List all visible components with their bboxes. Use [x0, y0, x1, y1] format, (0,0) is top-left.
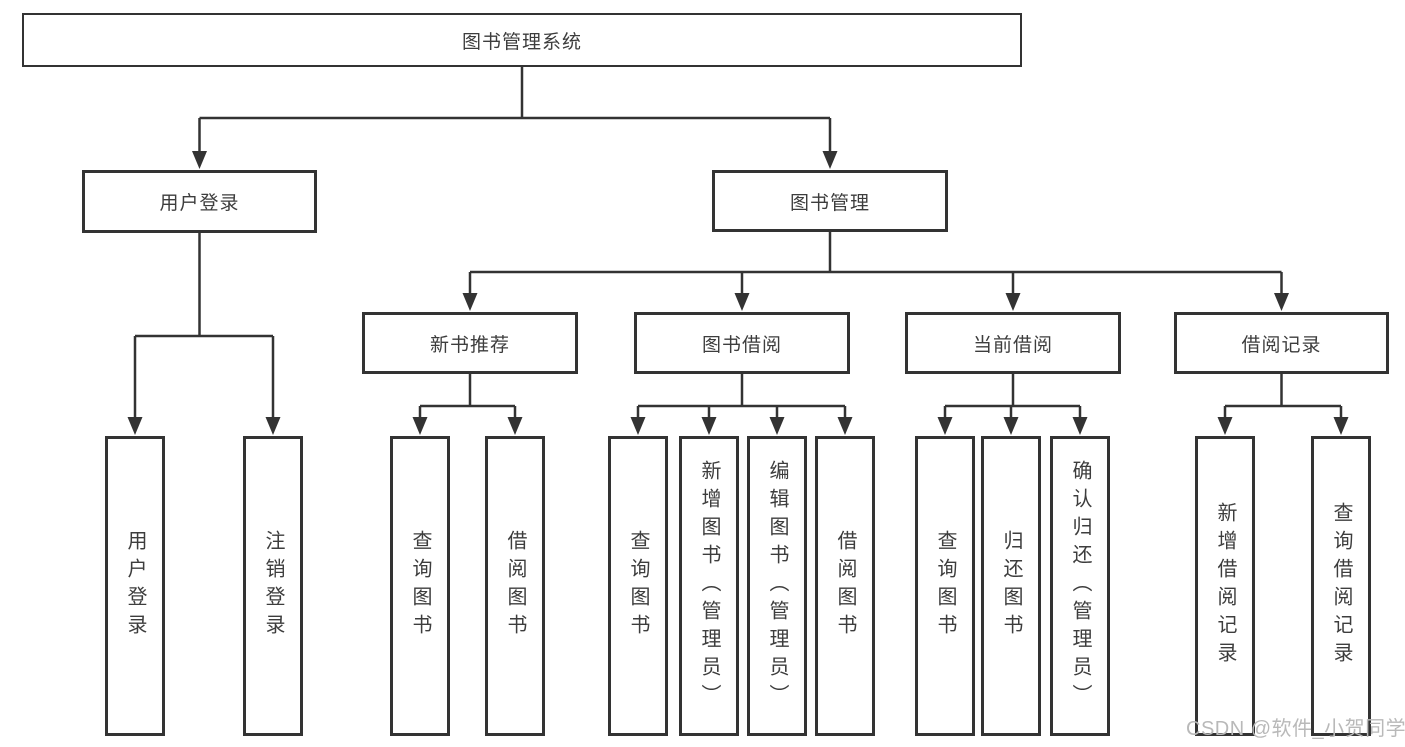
- node-leaf-logout: 注销登录: [243, 436, 303, 736]
- node-leaf-cb-confirm-return-label: 确认归还（管理员）: [1069, 460, 1091, 712]
- node-leaf-bb-add-books: 新增图书（管理员）: [679, 436, 739, 736]
- node-current-borrow: 当前借阅: [905, 312, 1121, 374]
- node-leaf-bb-query-books-label: 查询图书: [627, 530, 649, 642]
- node-leaf-cb-return-books-label: 归还图书: [1000, 530, 1022, 642]
- node-leaf-bb-query-books: 查询图书: [608, 436, 668, 736]
- node-root-label: 图书管理系统: [461, 31, 582, 53]
- node-leaf-rec-query-books: 查询图书: [390, 436, 450, 736]
- csdn-watermark: CSDN @软件_小贺同学: [1186, 718, 1405, 740]
- node-new-book-recommend: 新书推荐: [362, 312, 578, 374]
- node-book-borrow-label: 图书借阅: [701, 334, 782, 356]
- node-leaf-rec-query-books-label: 查询图书: [409, 530, 431, 642]
- node-book-management: 图书管理: [712, 170, 948, 232]
- node-leaf-bb-borrow-books-label: 借阅图书: [834, 530, 856, 642]
- node-leaf-bb-edit-books: 编辑图书（管理员）: [747, 436, 807, 736]
- node-leaf-cb-query-books: 查询图书: [915, 436, 975, 736]
- node-leaf-user-login-label: 用户登录: [124, 530, 146, 642]
- node-book-borrow: 图书借阅: [634, 312, 850, 374]
- node-leaf-bb-borrow-books: 借阅图书: [815, 436, 875, 736]
- node-root: 图书管理系统: [22, 13, 1022, 67]
- node-leaf-cb-return-books: 归还图书: [981, 436, 1041, 736]
- node-leaf-br-add-record-label: 新增借阅记录: [1214, 502, 1236, 670]
- node-user-login: 用户登录: [82, 170, 317, 233]
- node-leaf-bb-add-books-label: 新增图书（管理员）: [698, 460, 720, 712]
- node-leaf-rec-borrow-books-label: 借阅图书: [504, 530, 526, 642]
- node-leaf-user-login: 用户登录: [105, 436, 165, 736]
- node-new-book-recommend-label: 新书推荐: [429, 334, 510, 356]
- node-leaf-rec-borrow-books: 借阅图书: [485, 436, 545, 736]
- arrowhead-icons: [127, 151, 1349, 435]
- node-leaf-br-query-record: 查询借阅记录: [1311, 436, 1371, 736]
- node-borrow-records: 借阅记录: [1174, 312, 1389, 374]
- node-leaf-cb-query-books-label: 查询图书: [934, 530, 956, 642]
- node-leaf-logout-label: 注销登录: [262, 530, 284, 642]
- node-user-login-label: 用户登录: [159, 193, 240, 214]
- node-book-management-label: 图书管理: [789, 192, 870, 214]
- node-leaf-bb-edit-books-label: 编辑图书（管理员）: [766, 460, 788, 712]
- node-leaf-br-query-record-label: 查询借阅记录: [1330, 502, 1352, 670]
- node-borrow-records-label: 借阅记录: [1241, 334, 1322, 356]
- node-leaf-br-add-record: 新增借阅记录: [1195, 436, 1255, 736]
- node-leaf-cb-confirm-return: 确认归还（管理员）: [1050, 436, 1110, 736]
- node-current-borrow-label: 当前借阅: [972, 334, 1053, 356]
